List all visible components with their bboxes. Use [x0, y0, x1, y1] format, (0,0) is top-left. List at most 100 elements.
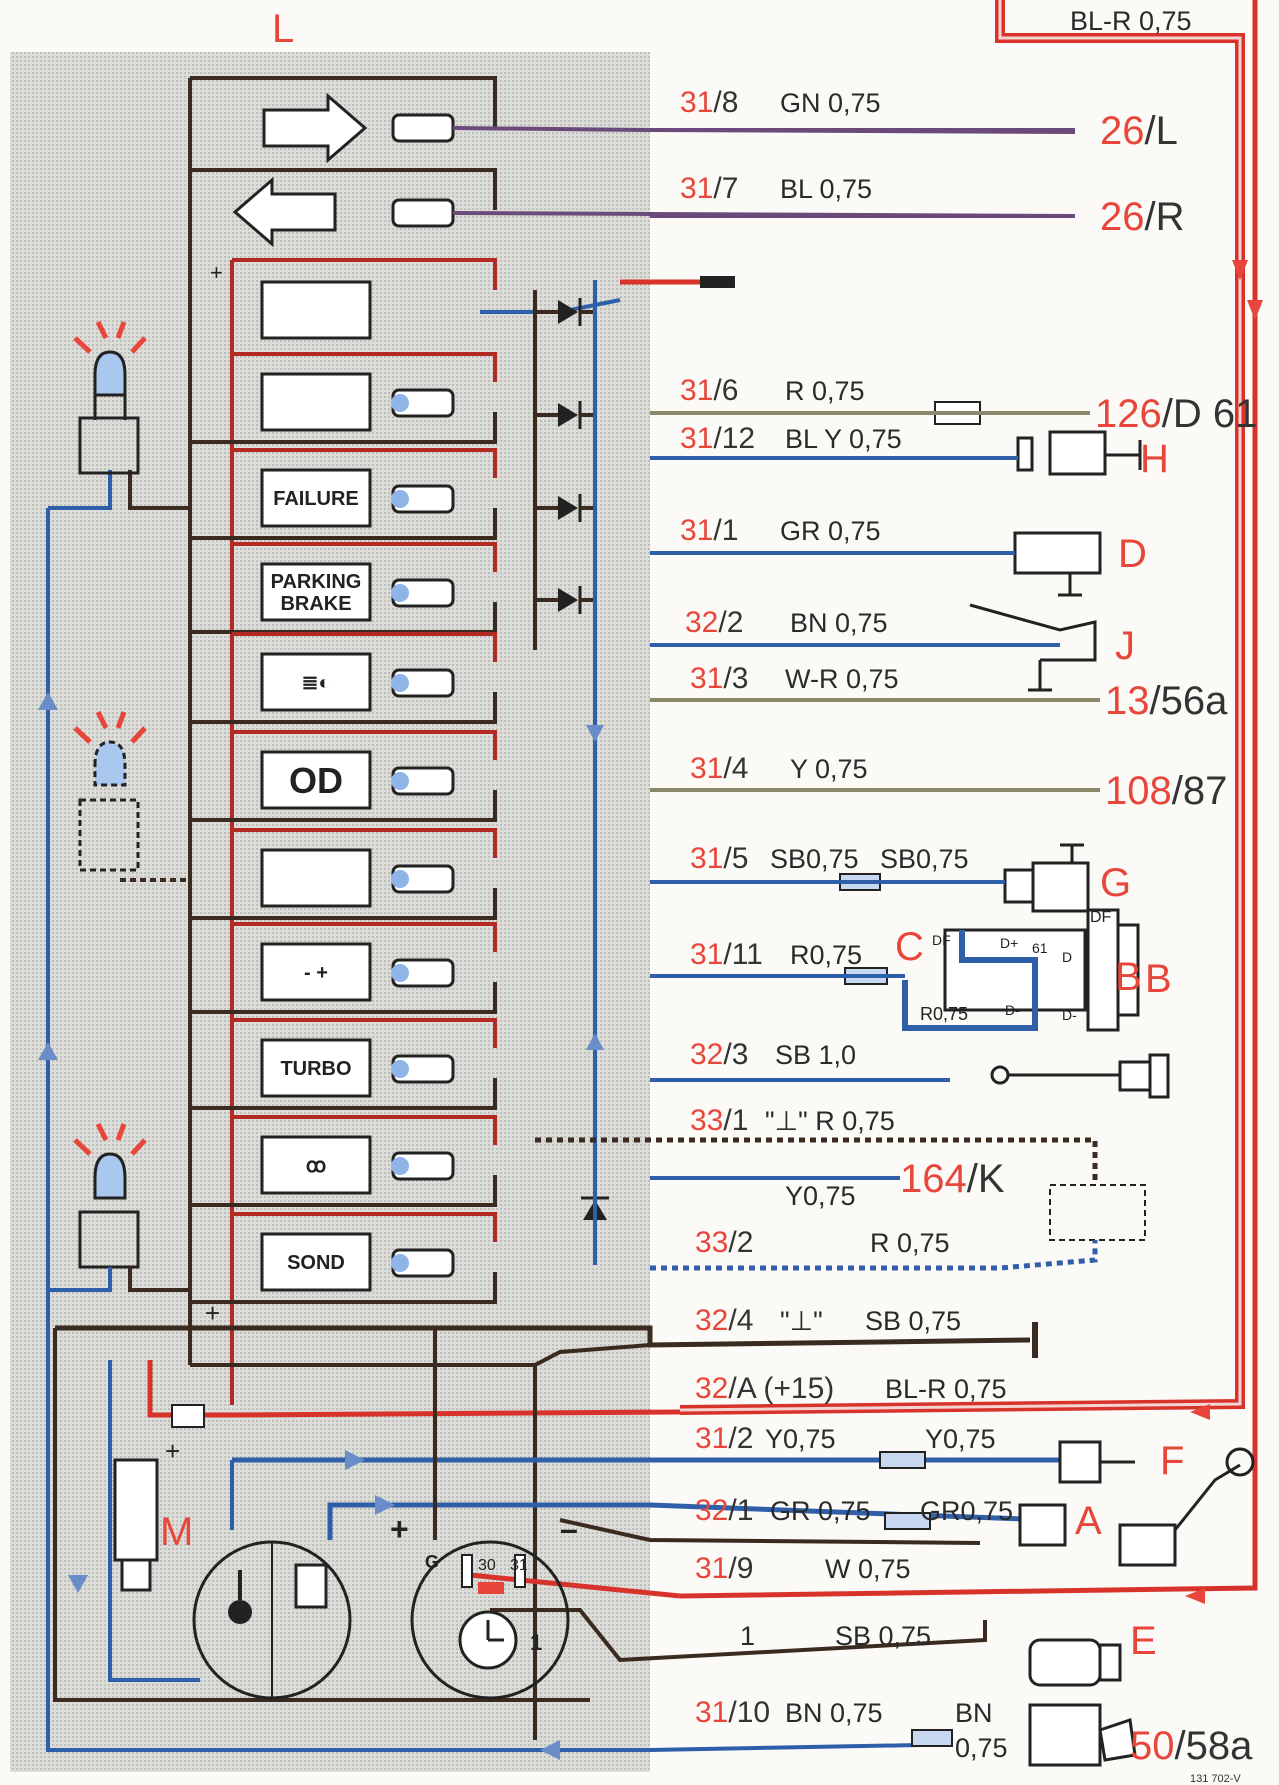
wire-destination: H [1140, 437, 1169, 481]
gauge-31-label: 31 [510, 1557, 528, 1574]
bulb-glow [391, 394, 409, 412]
wire-spec: R 0,75 [870, 1228, 950, 1258]
wire-spec: BL Y 0,75 [785, 424, 902, 454]
bulb-glow [391, 964, 409, 982]
parking-brake-lamp-text-1: PARKING [271, 571, 362, 593]
wire-32-3: 32/3 SB 1,0 [650, 1038, 950, 1082]
wire-spec: SB 1,0 [775, 1040, 856, 1070]
oil-pressure-lamp [190, 828, 497, 920]
right-components [535, 401, 1255, 1767]
diode-3 [535, 494, 595, 522]
bulb-glow [391, 674, 409, 692]
bulb-glow [391, 870, 409, 888]
wire-spec: "⊥" [780, 1306, 823, 1336]
label-d-minus: D- [1005, 1002, 1020, 1018]
wire-id: 32/1 [695, 1494, 753, 1527]
gauge-g-label: G [425, 1552, 439, 1572]
label-d-plus: D+ [1000, 935, 1018, 951]
diode-1 [535, 298, 595, 326]
charge-lamp-window [260, 942, 372, 1002]
label-r075: R0,75 [920, 1004, 968, 1024]
wire-id: 31/12 [680, 422, 755, 455]
failure-lamp-text: FAILURE [273, 488, 359, 510]
svg-text:–: – [560, 1511, 578, 1547]
bulb-glow [391, 772, 409, 790]
label-df: DF [1090, 909, 1112, 926]
wire-id: 31/1 [680, 514, 738, 547]
wire-spec: BN 0,75 [785, 1698, 883, 1728]
seatbelt-lamp-window [260, 372, 372, 432]
blue-arrow-up [586, 1033, 604, 1050]
wire-destination: E [1130, 1619, 1157, 1663]
wire-id: 31/9 [695, 1552, 753, 1585]
warning-bulb-1 [73, 320, 147, 475]
gauge-1-label: 1 [530, 1630, 542, 1655]
lambda-lamp-window [260, 1232, 372, 1292]
turbo-lamp-text: TURBO [280, 1058, 351, 1080]
figure-ref: 131 702-V [1190, 1773, 1241, 1785]
wire-id: 31/10 [695, 1696, 770, 1729]
label-c: C [895, 925, 924, 969]
wire-id: 31/3 [690, 662, 748, 695]
label-b: B [1145, 957, 1172, 1001]
failure-lamp: FAILURE [190, 448, 497, 540]
wire-spec: GR 0,75 [780, 516, 881, 546]
wire-destination: F [1160, 1439, 1184, 1483]
overdrive-lamp: OD [190, 730, 497, 822]
diode-2 [535, 401, 595, 429]
wire-destination: 26/L [1100, 109, 1178, 153]
plus-sign-top: + [210, 260, 223, 285]
lambda-lamp-text: SOND [287, 1252, 345, 1274]
wire-spec: GR 0,75 [770, 1496, 871, 1526]
bulb-glow [391, 490, 409, 508]
gauge-30-label: 30 [478, 1557, 496, 1574]
wire-destination: 50/58a [1130, 1724, 1253, 1768]
wire-destination: 26/R [1100, 195, 1185, 239]
wire-id: 31/7 [680, 172, 738, 205]
wire-spec: BL-R 0,75 [885, 1374, 1007, 1404]
glow-lamp: ꝏ [190, 1115, 497, 1207]
wire-spec: Y0,75 [785, 1181, 856, 1211]
bulb-glow [391, 584, 409, 602]
right-arrow-icon [262, 92, 368, 164]
wire-spec: SB 0,75 [835, 1621, 931, 1651]
wire-spec-3: 0,75 [955, 1733, 1008, 1763]
wire-31-12: 31/12 BL Y 0,75 H [650, 422, 1169, 481]
wire-spec: SB0,75 [770, 844, 859, 874]
wire-spec: BN 0,75 [790, 608, 888, 638]
wire-id: 32/3 [690, 1038, 748, 1071]
label-61: 61 [1032, 940, 1048, 956]
svg-text:+: + [165, 1436, 180, 1466]
charge-lamp-text: - + [304, 962, 328, 984]
blank-lamp-window [260, 280, 372, 340]
left-arrow-icon [232, 176, 337, 248]
wire-id: 32/A (+15) [695, 1372, 834, 1405]
temp-fuel-gauge: + – [192, 1511, 578, 1700]
connector-m: + M [113, 1404, 205, 1592]
wire-spec-2: Y0,75 [925, 1424, 996, 1454]
wire-id: 31/5 [690, 842, 748, 875]
seatbelt-lamp [190, 352, 497, 444]
blue-arrow-down [586, 725, 604, 742]
diode-group [535, 298, 609, 1220]
wire-id: 31/11 [690, 938, 763, 971]
wire-destination: 108/87 [1105, 769, 1227, 813]
wire-id: 31/4 [690, 752, 748, 785]
wire-id: 32/4 [695, 1304, 753, 1337]
top-wire-label: BL-R 0,75 [1070, 6, 1192, 36]
parking-brake-lamp-window [260, 562, 372, 622]
overdrive-lamp-text: OD [289, 760, 343, 801]
wire-destination: 126/D 61 [1095, 392, 1257, 436]
